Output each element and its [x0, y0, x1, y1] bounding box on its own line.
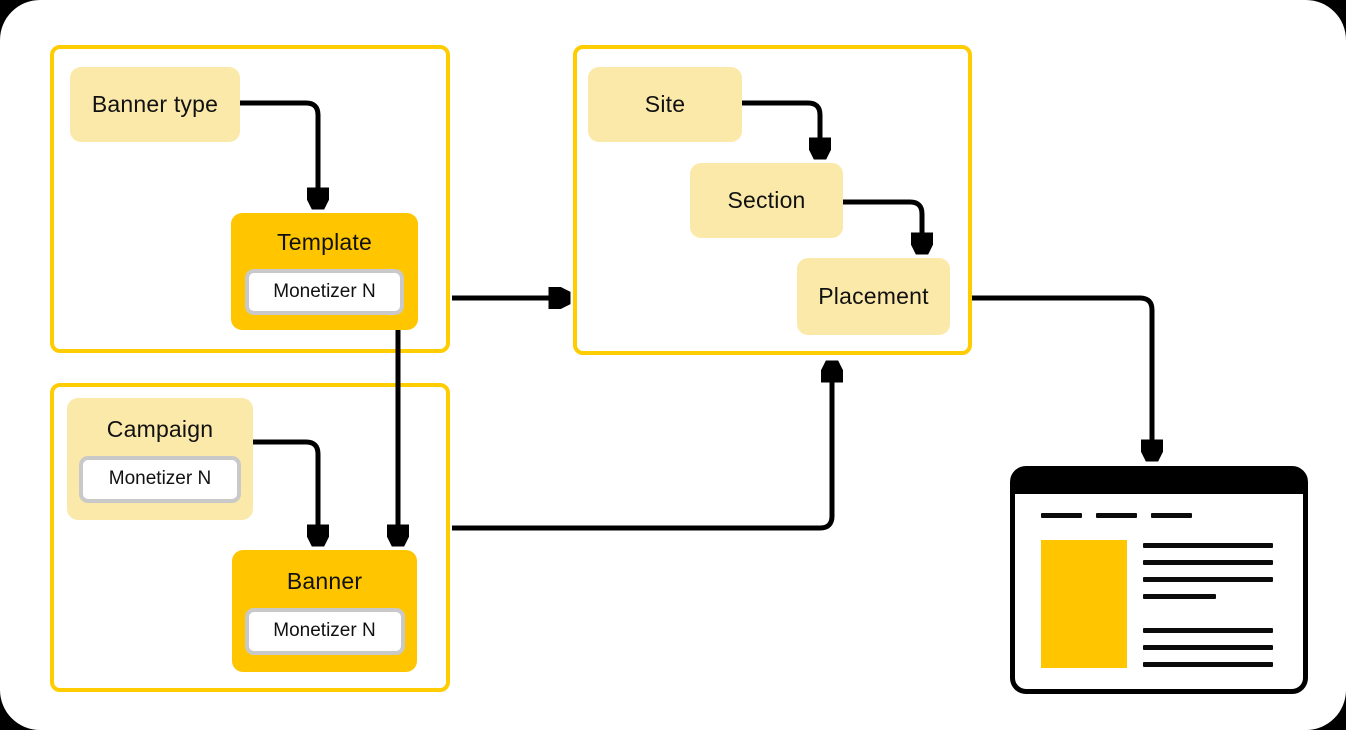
node-placement: Placement: [797, 258, 950, 335]
nav-dash: [1096, 513, 1137, 518]
banner-monetizer-chip: Monetizer N: [244, 607, 405, 655]
node-site: Site: [588, 67, 742, 142]
node-campaign: Campaign Monetizer N: [67, 398, 253, 520]
node-section: Section: [690, 163, 843, 238]
browser-titlebar: [1015, 471, 1303, 494]
text-line: [1143, 662, 1273, 667]
template-monetizer-chip: Monetizer N: [245, 268, 404, 315]
group-template: [50, 45, 450, 353]
campaign-label: Campaign: [106, 415, 214, 442]
nav-dash: [1151, 513, 1192, 518]
page-text-lines: [1143, 543, 1273, 667]
placement-label: Placement: [818, 283, 929, 309]
browser-nav-links: [1041, 513, 1192, 518]
nav-dash: [1041, 513, 1082, 518]
webpage-illustration: [1010, 466, 1308, 694]
campaign-monetizer-chip: Monetizer N: [79, 455, 241, 503]
group-campaign: [50, 383, 450, 692]
arrow-site-group-to-webpage: [972, 295, 1152, 456]
node-banner: Banner Monetizer N: [232, 550, 417, 672]
ad-slot-block: [1041, 540, 1127, 668]
text-line: [1143, 628, 1273, 633]
node-template: Template Monetizer N: [231, 213, 418, 330]
site-label: Site: [644, 91, 686, 117]
text-line-short: [1143, 594, 1216, 599]
text-line: [1143, 645, 1273, 650]
text-line: [1143, 560, 1273, 565]
text-line: [1143, 543, 1273, 548]
node-banner-type: Banner type: [70, 67, 240, 142]
section-label: Section: [727, 187, 806, 213]
banner-label: Banner: [286, 567, 363, 594]
text-line: [1143, 577, 1273, 582]
template-label: Template: [277, 228, 372, 255]
arrow-campaign-group-to-site-group: [452, 366, 832, 531]
group-site: [573, 45, 972, 355]
banner-type-label: Banner type: [91, 91, 219, 117]
